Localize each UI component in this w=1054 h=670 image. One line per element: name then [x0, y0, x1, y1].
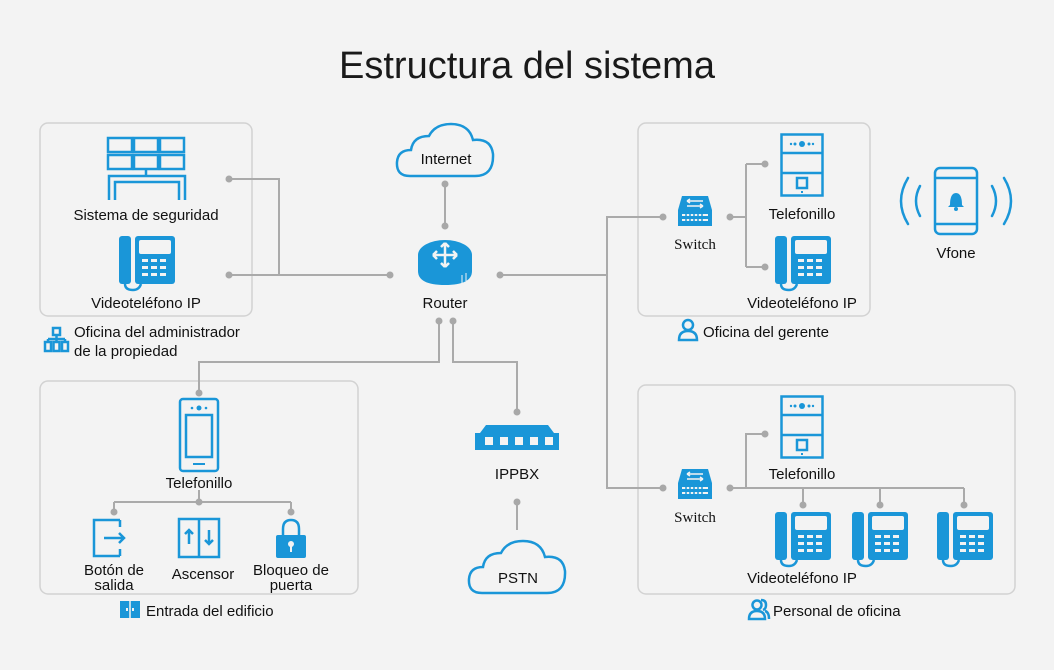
- manager-switch-label: Switch: [674, 237, 716, 253]
- internet-cloud-icon: [395, 122, 495, 178]
- pstn-cloud-icon: [467, 539, 567, 595]
- page-title: Estructura del sistema: [339, 45, 716, 87]
- door-lock-icon: [276, 518, 306, 558]
- ip-phone-icon: [117, 234, 177, 292]
- vfone-label: Vfone: [936, 245, 975, 262]
- manager-ip-phone-label: Videoteléfono IP: [747, 295, 857, 312]
- entrance-door-station-icon: [178, 397, 220, 473]
- exit-button-label-line1: Botón de: [84, 562, 144, 579]
- pstn-label: PSTN: [498, 570, 538, 587]
- admin-office-group: [39, 122, 253, 317]
- door-lock-label-line2: puerta: [270, 577, 313, 594]
- manager-door-station-label: Telefonillo: [769, 206, 836, 223]
- security-monitor-wall-icon: [106, 136, 187, 200]
- door-lock-label-line1: Bloqueo de: [253, 562, 329, 579]
- switch-icon: [677, 468, 713, 500]
- staff-switch-label: Switch: [674, 510, 716, 526]
- admin-office-caption-line1: Oficina del administrador: [74, 324, 240, 341]
- connection-lines: [110, 160, 968, 530]
- entrance-door-station-label: Telefonillo: [166, 475, 233, 492]
- office-staff-group: [637, 384, 1016, 595]
- exit-button-label-line2: salida: [94, 577, 134, 594]
- users-group-icon: [747, 598, 771, 621]
- ippbx-icon: [475, 425, 559, 450]
- elevator-label: Ascensor: [172, 566, 235, 583]
- ippbx-label: IPPBX: [495, 466, 539, 483]
- ip-phone-icon: [773, 510, 833, 568]
- manager-office-caption: Oficina del gerente: [703, 324, 829, 341]
- staff-door-station-label: Telefonillo: [769, 466, 836, 483]
- ip-phone-icon: [850, 510, 910, 568]
- door-icon: [120, 601, 140, 618]
- vfone-smartphone-icon: [933, 166, 979, 236]
- exit-button-icon: [92, 518, 126, 558]
- building-entrance-caption: Entrada del edificio: [146, 603, 274, 620]
- router-label: Router: [422, 295, 467, 312]
- switch-icon: [677, 195, 713, 227]
- user-icon: [677, 318, 699, 342]
- router-icon: [418, 240, 472, 285]
- internet-label: Internet: [421, 151, 473, 168]
- admin-ip-phone-label: Videoteléfono IP: [91, 295, 201, 312]
- security-system-label: Sistema de seguridad: [73, 207, 218, 224]
- org-chart-icon: [43, 326, 70, 353]
- admin-office-caption-line2: de la propiedad: [74, 343, 177, 360]
- elevator-icon: [177, 517, 221, 559]
- office-staff-caption: Personal de oficina: [773, 603, 901, 620]
- staff-ip-phone-label: Videoteléfono IP: [747, 570, 857, 587]
- wireless-signal-icon: [899, 176, 1013, 226]
- ip-phone-icon: [773, 234, 833, 292]
- ip-phone-icon: [935, 510, 995, 568]
